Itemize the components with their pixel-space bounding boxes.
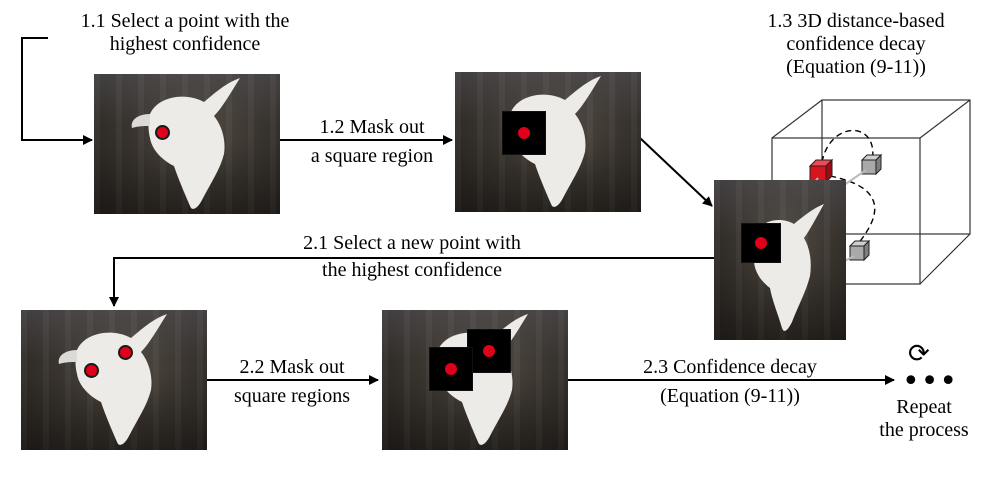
skull-figure xyxy=(131,78,240,209)
label-step-2-2: 2.2 Mask out square regions xyxy=(206,356,378,408)
label-step-1-2: 1.2 Mask out a square region xyxy=(292,116,452,168)
arrow-to-3d xyxy=(639,137,713,207)
label-line: 2.2 Mask out xyxy=(239,356,345,378)
skull-figure xyxy=(509,76,601,207)
label-step-2-1: 2.1 Select a new point with the highest … xyxy=(262,232,562,282)
label-line: the process xyxy=(879,419,969,441)
label-step-1-3: 1.3 3D distance-based confidence decay (… xyxy=(738,10,974,79)
selected-point xyxy=(755,237,767,249)
selected-point xyxy=(155,125,170,140)
ellipsis-icon: ••• xyxy=(902,364,959,399)
image-masked-regions xyxy=(382,310,568,450)
selected-voxel xyxy=(808,158,834,184)
selected-point xyxy=(483,345,495,357)
image-new-point xyxy=(21,310,207,450)
skull-figure xyxy=(58,314,167,445)
label-line: 1.1 Select a point with the xyxy=(80,10,290,32)
skull-figure xyxy=(752,204,824,331)
decay-arc-upper xyxy=(821,129,874,163)
entry-arrow xyxy=(21,37,93,145)
cycle-arrows-icon: ⟳ xyxy=(908,339,930,369)
selected-point xyxy=(84,363,99,378)
label-repeat: Repeat the process xyxy=(866,396,982,442)
selected-point xyxy=(445,363,457,375)
image-3d-plane xyxy=(714,180,846,340)
label-line: 1.2 Mask out xyxy=(319,116,425,138)
label-line: (Equation (9-11)) xyxy=(660,385,800,407)
arrow-2-1 xyxy=(109,257,714,307)
label-line: (Equation (9-11)) xyxy=(786,56,926,78)
label-line: highest confidence xyxy=(109,33,261,55)
label-line: 2.1 Select a new point with xyxy=(303,232,521,254)
label-step-2-3: 2.3 Confidence decay (Equation (9-11)) xyxy=(600,356,860,408)
label-line: a square region xyxy=(310,145,434,167)
label-line: Repeat xyxy=(896,396,952,418)
label-line: confidence decay xyxy=(786,33,926,55)
new-selected-point xyxy=(118,345,133,360)
label-line: 1.3 3D distance-based xyxy=(767,10,945,32)
neighbor-voxel xyxy=(860,153,883,176)
image-selected-point xyxy=(94,74,280,214)
image-masked-region xyxy=(455,72,641,212)
selected-point xyxy=(518,127,530,139)
label-line: square regions xyxy=(233,385,351,407)
label-line: 2.3 Confidence decay xyxy=(643,356,817,378)
label-line: the highest confidence xyxy=(322,259,502,281)
label-step-1-1: 1.1 Select a point with the highest conf… xyxy=(60,10,310,56)
